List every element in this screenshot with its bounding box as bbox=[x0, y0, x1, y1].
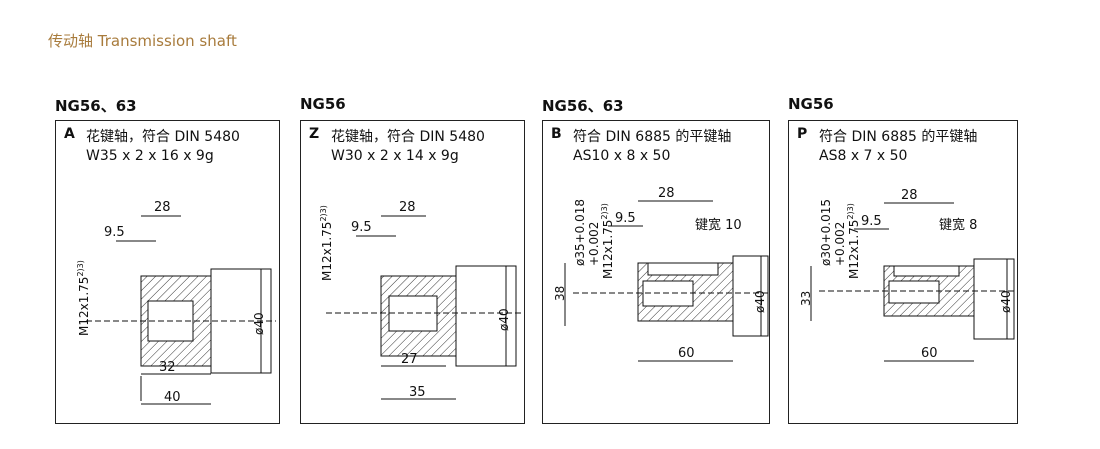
shaft-tol-label: +0.002 bbox=[833, 221, 847, 266]
panel-p: P 符合 DIN 6885 的平键轴 AS8 x 7 x 50 28 9.5 键… bbox=[788, 120, 1018, 424]
dia-label: ø40 bbox=[252, 312, 266, 335]
panel-b-drawing: 28 9.5 键宽 10 60 bbox=[564, 186, 769, 362]
dim-28-label: 28 bbox=[154, 200, 171, 215]
dim-95-label: 9.5 bbox=[104, 225, 125, 240]
panel-z: Z 花键轴，符合 DIN 5480 W30 x 2 x 14 x 9g 28 9… bbox=[300, 120, 525, 424]
panel-p-spec: AS8 x 7 x 50 bbox=[819, 148, 908, 164]
dim-28-label: 28 bbox=[399, 200, 416, 215]
panel-z-code: Z bbox=[309, 126, 320, 142]
panel-p-description: 符合 DIN 6885 的平键轴 bbox=[819, 129, 978, 145]
page-title: 传动轴 Transmission shaft bbox=[48, 32, 237, 50]
shaft-collar bbox=[732, 255, 769, 337]
shaft-tol-label: +0.002 bbox=[587, 221, 601, 266]
dim-32-label: 32 bbox=[159, 360, 176, 375]
panel-z-spec: W30 x 2 x 14 x 9g bbox=[331, 148, 459, 164]
panel-a-drawing: 28 9.5 32 40 bbox=[86, 200, 276, 405]
panel-a-description: 花键轴，符合 DIN 5480 bbox=[86, 129, 240, 145]
dim-28-label: 28 bbox=[901, 188, 918, 203]
panel-a-code: A bbox=[64, 126, 75, 142]
panel-b-spec: AS10 x 8 x 50 bbox=[573, 148, 671, 164]
panel-b: B 符合 DIN 6885 的平键轴 AS10 x 8 x 50 28 9.5 … bbox=[542, 120, 770, 424]
panel-a-heading: NG56、63 bbox=[55, 97, 137, 115]
dim-35-label: 35 bbox=[409, 385, 426, 400]
key-width-label: 键宽 8 bbox=[939, 217, 977, 233]
key-slot bbox=[893, 265, 960, 277]
dim-95-label: 9.5 bbox=[351, 220, 372, 235]
dia-label: ø40 bbox=[497, 308, 511, 331]
shaft-dia-label: ø35+0.018 bbox=[573, 198, 587, 266]
panel-b-heading: NG56、63 bbox=[542, 97, 624, 115]
panel-z-description: 花键轴，符合 DIN 5480 bbox=[331, 129, 485, 145]
panel-a: A 花键轴，符合 DIN 5480 W35 x 2 x 16 x 9g 28 9… bbox=[55, 120, 280, 424]
panel-z-heading: NG56 bbox=[300, 95, 346, 113]
thread-label: M12x1.752)3) bbox=[319, 205, 334, 281]
panel-p-drawing: 28 9.5 键宽 8 60 bbox=[810, 188, 1015, 362]
dia-label: ø40 bbox=[753, 290, 767, 313]
dim-60-label: 60 bbox=[678, 346, 695, 361]
thread-label: M12x1.752)3) bbox=[846, 203, 861, 279]
panel-a-spec: W35 x 2 x 16 x 9g bbox=[86, 148, 214, 164]
dim-28-label: 28 bbox=[658, 186, 675, 201]
key-width-label: 键宽 10 bbox=[695, 217, 742, 233]
panel-p-heading: NG56 bbox=[788, 95, 834, 113]
thread-bore bbox=[888, 280, 940, 304]
panel-b-description: 符合 DIN 6885 的平键轴 bbox=[573, 129, 732, 145]
dim-60-label: 60 bbox=[921, 346, 938, 361]
panel-p-code: P bbox=[797, 126, 808, 142]
thread-label: M12x1.752)3) bbox=[600, 203, 615, 279]
dim-40-label: 40 bbox=[164, 390, 181, 405]
panel-b-code: B bbox=[551, 126, 562, 142]
thread-label: M12x1.752)3) bbox=[76, 260, 91, 336]
panel-z-drawing: 28 9.5 27 35 bbox=[326, 200, 521, 400]
dim-95-label: 9.5 bbox=[615, 211, 636, 226]
height-label: 38 bbox=[553, 285, 567, 301]
shaft-dia-label: ø30+0.015 bbox=[819, 198, 833, 266]
key-slot bbox=[647, 262, 719, 276]
dia-label: ø40 bbox=[999, 290, 1013, 313]
height-label: 33 bbox=[799, 290, 813, 306]
dim-27-label: 27 bbox=[401, 352, 418, 367]
dim-95-label: 9.5 bbox=[861, 214, 882, 229]
